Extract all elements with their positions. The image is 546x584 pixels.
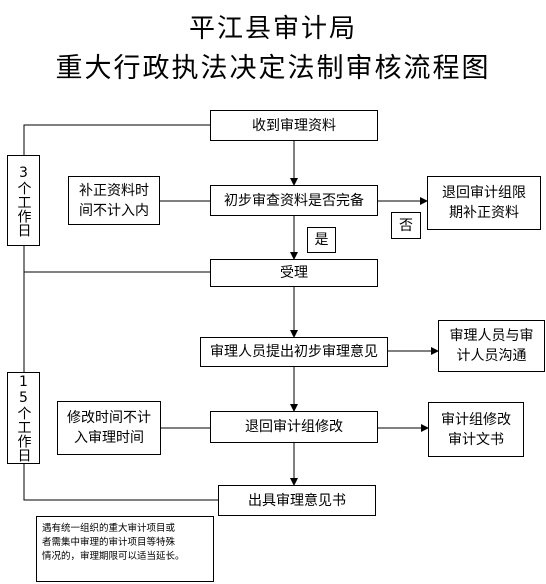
step-receive-materials: 收到审理资料 (210, 110, 378, 141)
duration-phase1: 3个工作日 (7, 155, 40, 246)
title-line2: 重大行政执法决定法制审核流程图 (55, 53, 491, 84)
label-yes: 是 (307, 227, 336, 253)
side-modify-time: 修改时间不计入审理时间 (57, 401, 161, 455)
side-revise-documents: 审计组修改审计文书 (428, 402, 524, 457)
step-issue-opinion: 出具审理意见书 (218, 485, 376, 516)
step-initial-check: 初步审查资料是否完备 (210, 185, 378, 216)
duration-phase2: 15个工作日 (7, 372, 40, 464)
side-supplement-time: 补正资料时间不计入内 (68, 176, 160, 225)
step-accept: 受理 (210, 259, 378, 287)
extension-note: 遇有统一组织的重大审计项目或 者需集中审理的审计项目等特殊 情况的，审理期限可以… (36, 516, 214, 582)
step-initial-opinion: 审理人员提出初步审理意见 (200, 337, 388, 367)
side-communicate: 审理人员与审计人员沟通 (438, 320, 545, 372)
side-return-supplement: 退回审计组限期补正资料 (427, 176, 541, 230)
step-return-group: 退回审计组修改 (210, 411, 378, 443)
title-line1: 平江县审计局 (188, 14, 357, 44)
phase2-bracket-line (23, 271, 218, 501)
label-no: 否 (391, 212, 421, 239)
